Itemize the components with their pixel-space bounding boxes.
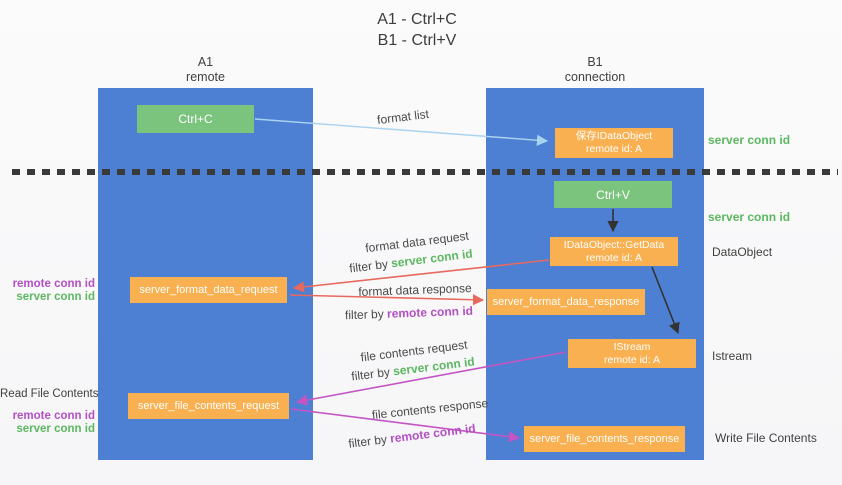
label-server-conn-id-left-bottom: server conn id [16, 423, 95, 435]
node-getdata-line2: remote id: A [585, 251, 643, 264]
label-server-conn-id-left-top: server conn id [16, 291, 95, 303]
label-filter-remote-1: filter by remote conn id [345, 304, 473, 322]
column-b-subtitle: connection [564, 70, 626, 84]
node-getdata-line1: IDataObject::GetData [563, 238, 665, 251]
filter-by-text: filter by [350, 364, 391, 384]
remote-conn-id-text: remote conn id [389, 421, 477, 446]
label-file-contents-response: file contents response [371, 395, 489, 423]
node-save-line2: remote id: A [585, 143, 643, 155]
label-read-file-contents: Read File Contents [0, 388, 99, 400]
filter-by-text: filter by [348, 256, 389, 276]
node-istream-line2: remote id: A [603, 353, 661, 366]
node-format-request-label: server_format_data_request [139, 284, 278, 296]
column-a-header: A1 remote [98, 55, 313, 85]
title-line-2: B1 - Ctrl+V [377, 32, 457, 49]
label-filter-remote-2: filter by remote conn id [348, 421, 477, 451]
filter-by-text: filter by [347, 432, 388, 451]
label-write-file-contents: Write File Contents [715, 431, 817, 445]
node-ctrl-v-label: Ctrl+V [596, 187, 630, 202]
label-format-data-response: format data response [358, 281, 472, 299]
node-file-response-label: server_file_contents_response [529, 433, 680, 445]
label-remote-conn-id-left-top: remote conn id [12, 278, 95, 290]
node-ctrl-c: Ctrl+C [137, 105, 254, 133]
node-istream: IStream remote id: A [568, 339, 696, 368]
filter-by-text: filter by [344, 306, 384, 323]
remote-conn-id-text: remote conn id [386, 303, 474, 321]
label-server-conn-id-right-mid: server conn id [708, 210, 791, 224]
node-server-format-data-request: server_format_data_request [130, 277, 287, 303]
column-b-name: B1 [587, 55, 603, 69]
node-server-file-contents-response: server_file_contents_response [524, 426, 685, 452]
node-save-idataobject: 保存IDataObject remote id: A [555, 128, 673, 158]
machine-boundary-dashed-line [12, 169, 838, 175]
title-line-1: A1 - Ctrl+C [377, 11, 457, 28]
node-server-file-contents-request: server_file_contents_request [128, 393, 289, 419]
column-b-header: B1 connection [486, 55, 704, 85]
node-format-response-label: server_format_data_response [492, 296, 640, 308]
label-format-list: format list [376, 106, 430, 128]
label-remote-conn-id-left-bottom: remote conn id [12, 410, 95, 422]
diagram-title: A1 - Ctrl+C B1 - Ctrl+V [332, 9, 502, 51]
node-ctrl-v: Ctrl+V [554, 181, 672, 208]
label-server-conn-id-right-top: server conn id [708, 133, 791, 147]
column-a-subtitle: remote [186, 70, 225, 84]
node-ctrl-c-label: Ctrl+C [178, 112, 213, 126]
label-istream: Istream [712, 349, 753, 363]
label-dataobject: DataObject [712, 245, 773, 259]
node-server-format-data-response: server_format_data_response [487, 289, 645, 315]
node-idataobject-getdata: IDataObject::GetData remote id: A [550, 237, 678, 266]
node-file-request-label: server_file_contents_request [137, 400, 280, 412]
column-a-name: A1 [197, 55, 214, 69]
node-save-line1: 保存IDataObject [575, 130, 653, 142]
node-istream-line1: IStream [613, 340, 651, 353]
